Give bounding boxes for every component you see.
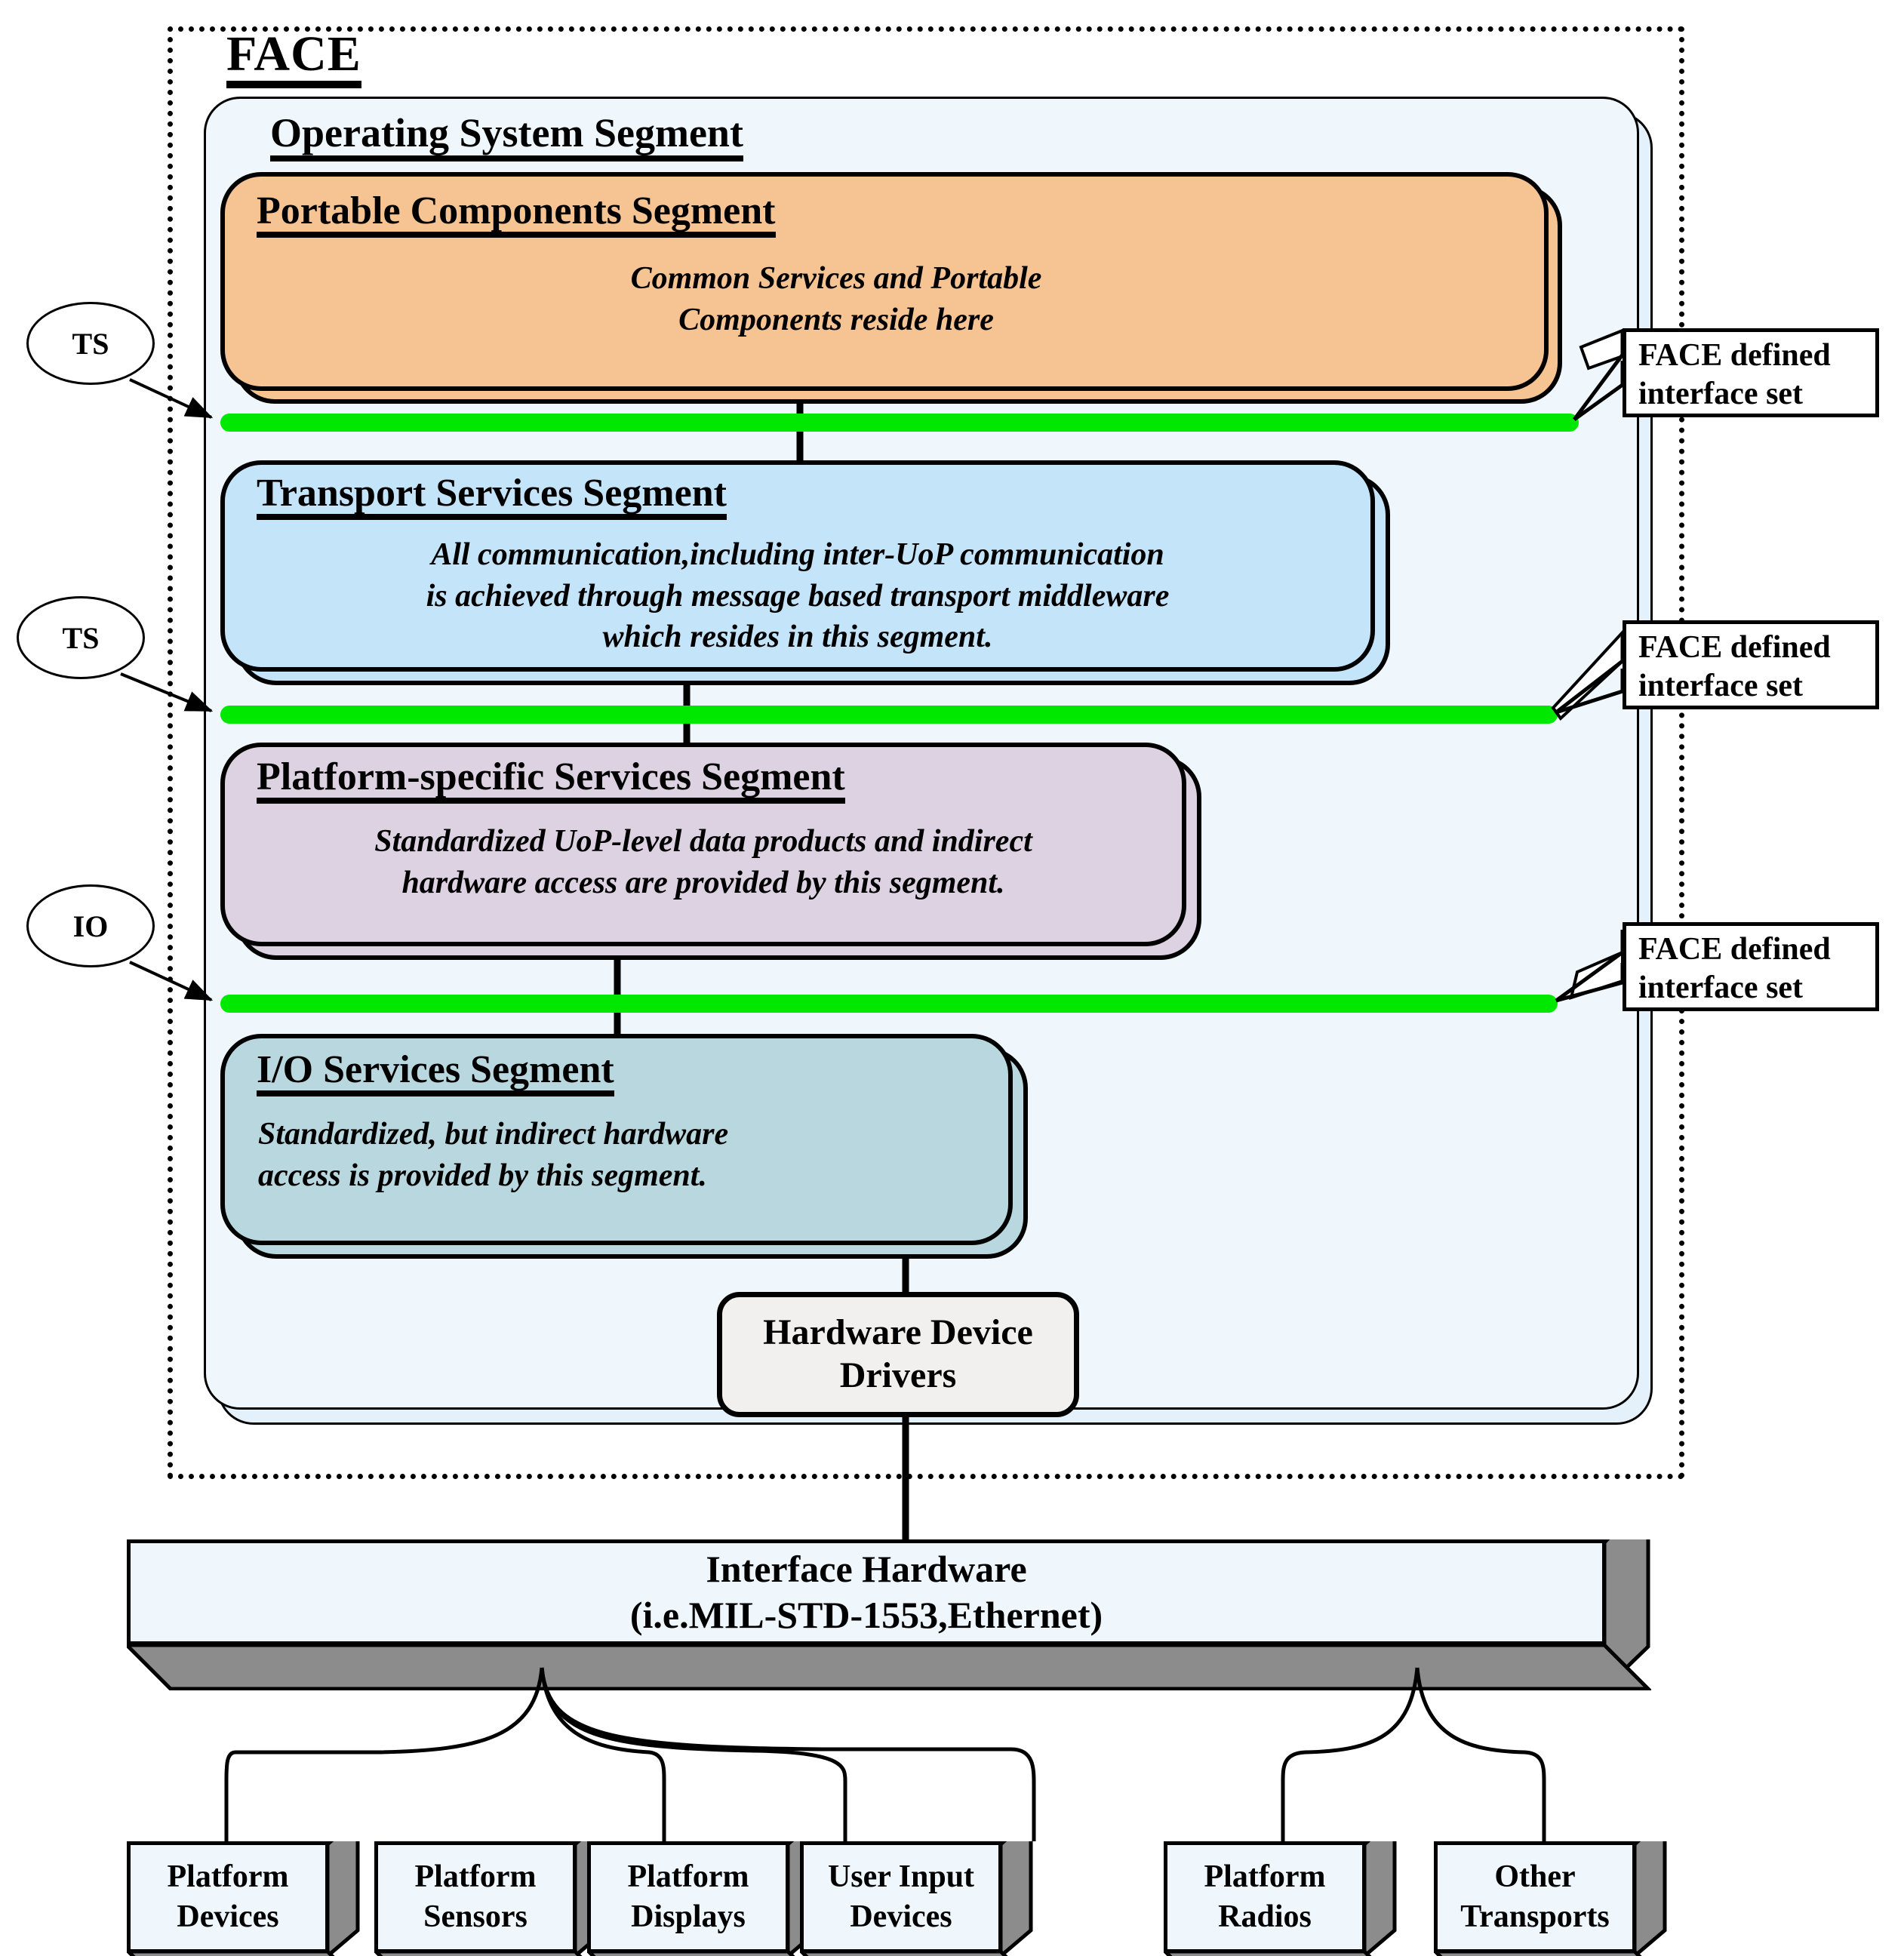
face-interface-bar-1 — [220, 414, 1579, 432]
device-platform-devices-face: Platform Devices — [127, 1841, 329, 1953]
hardware-drivers-line2: Drivers — [839, 1355, 957, 1395]
face-interface-bar-3 — [220, 995, 1558, 1013]
device-other-transports-face: Other Transports — [1434, 1841, 1636, 1953]
device-3-line1: User Input — [827, 1859, 975, 1895]
hardware-drivers-line1: Hardware Device — [763, 1312, 1033, 1353]
interface-hardware-face: Interface Hardware (i.e.MIL-STD-1553,Eth… — [127, 1539, 1606, 1645]
device-user-input-devices-face: User Input Devices — [800, 1841, 1002, 1953]
device-platform-displays-face: Platform Displays — [587, 1841, 789, 1953]
hardware-device-drivers-box: Hardware Device Drivers — [717, 1292, 1079, 1417]
face-interface-bar-2 — [220, 706, 1558, 724]
tag-io: IO — [26, 884, 155, 967]
interface-hardware-line1: Interface Hardware — [706, 1548, 1027, 1590]
device-platform-radios-face: Platform Radios — [1164, 1841, 1366, 1953]
device-platform-radios: Platform Radios — [1164, 1841, 1397, 1956]
transport-services-desc-line2: is achieved through message based transp… — [426, 578, 1170, 614]
portable-components-desc: Common Services and Portable Components … — [225, 258, 1447, 340]
io-services-title: I/O Services Segment — [257, 1049, 614, 1097]
tag-ts-upper: TS — [26, 302, 155, 385]
device-2-line2: Displays — [631, 1899, 746, 1934]
platform-specific-services-segment: Platform-specific Services Segment Stand… — [220, 743, 1186, 946]
callout-face-interface-2: FACE defined interface set — [1623, 620, 1879, 709]
platform-specific-title: Platform-specific Services Segment — [257, 756, 845, 804]
callout-1-line1: FACE defined — [1638, 338, 1831, 373]
tag-ts-upper-label: TS — [72, 326, 109, 361]
device-other-transports: Other Transports — [1434, 1841, 1667, 1956]
interface-hardware-line2: (i.e.MIL-STD-1553,Ethernet) — [629, 1594, 1103, 1636]
device-platform-displays: Platform Displays — [587, 1841, 820, 1956]
platform-specific-desc: Standardized UoP-level data products and… — [225, 821, 1182, 903]
transport-services-segment: Transport Services Segment All communica… — [220, 460, 1375, 672]
transport-services-title: Transport Services Segment — [257, 472, 727, 521]
callout-1-line2: interface set — [1638, 377, 1804, 412]
device-3-line2: Devices — [850, 1899, 952, 1934]
transport-services-desc-line1: All communication,including inter-UoP co… — [431, 537, 1164, 572]
portable-components-segment: Portable Components Segment Common Servi… — [220, 172, 1549, 391]
interface-hardware-bar: Interface Hardware (i.e.MIL-STD-1553,Eth… — [127, 1539, 1651, 1690]
device-platform-sensors-face: Platform Sensors — [374, 1841, 577, 1953]
portable-components-title: Portable Components Segment — [257, 190, 776, 238]
device-4-line2: Radios — [1218, 1899, 1312, 1934]
transport-services-desc: All communication,including inter-UoP co… — [225, 534, 1370, 658]
platform-specific-desc-line2: hardware access are provided by this seg… — [401, 865, 1005, 900]
callout-2-line1: FACE defined — [1638, 630, 1831, 665]
callout-2-line2: interface set — [1638, 669, 1804, 704]
device-platform-sensors: Platform Sensors — [374, 1841, 607, 1956]
device-0-line2: Devices — [177, 1899, 279, 1934]
platform-specific-desc-line1: Standardized UoP-level data products and… — [374, 824, 1032, 859]
portable-components-desc-line2: Components reside here — [678, 302, 994, 337]
tag-ts-lower-label: TS — [62, 620, 100, 655]
face-boundary — [168, 26, 1684, 1479]
device-1-line1: Platform — [414, 1859, 537, 1895]
callout-face-interface-3: FACE defined interface set — [1623, 922, 1879, 1011]
device-2-line1: Platform — [627, 1859, 749, 1895]
device-5-line1: Other — [1494, 1859, 1576, 1895]
tag-ts-lower: TS — [17, 596, 145, 679]
device-1-line2: Sensors — [423, 1899, 528, 1934]
face-title: FACE — [226, 29, 361, 89]
os-segment-title: Operating System Segment — [270, 112, 743, 161]
io-services-desc-line2: access is provided by this segment. — [258, 1158, 707, 1193]
transport-services-desc-line3: which resides in this segment. — [602, 620, 993, 655]
device-0-line1: Platform — [167, 1859, 289, 1895]
io-services-desc: Standardized, but indirect hardware acce… — [258, 1114, 967, 1196]
callout-face-interface-1: FACE defined interface set — [1623, 328, 1879, 417]
device-5-line2: Transports — [1460, 1899, 1610, 1934]
device-user-input-devices: User Input Devices — [800, 1841, 1033, 1956]
portable-components-desc-line1: Common Services and Portable — [630, 261, 1042, 296]
device-platform-devices: Platform Devices — [127, 1841, 360, 1956]
io-services-desc-line1: Standardized, but indirect hardware — [258, 1117, 729, 1152]
callout-3-line1: FACE defined — [1638, 932, 1831, 967]
device-4-line1: Platform — [1204, 1859, 1326, 1895]
callout-3-line2: interface set — [1638, 970, 1804, 1006]
io-services-segment: I/O Services Segment Standardized, but i… — [220, 1034, 1013, 1245]
tag-io-label: IO — [72, 909, 109, 943]
